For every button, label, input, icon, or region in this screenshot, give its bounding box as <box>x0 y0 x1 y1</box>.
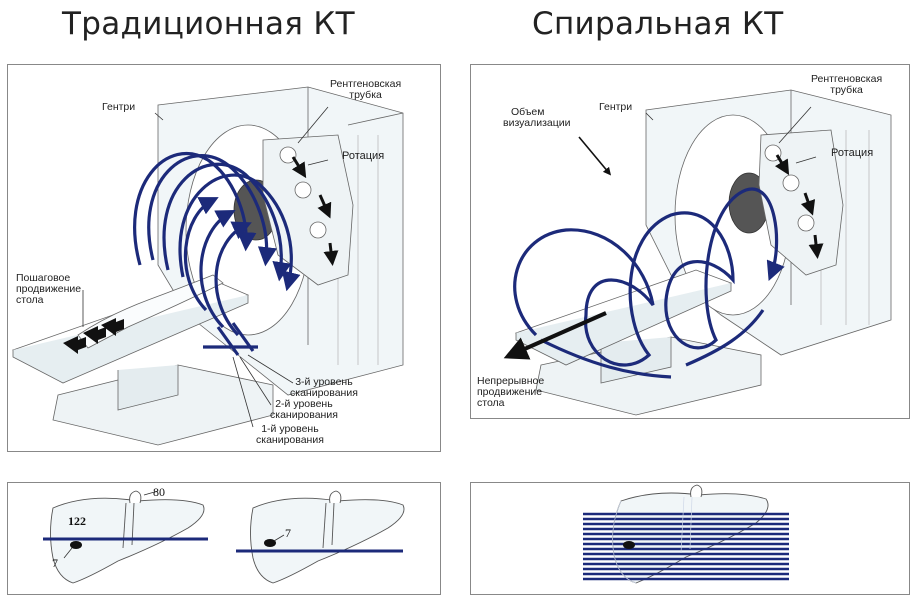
panel-spiral-liver-volume <box>470 482 910 595</box>
label-volume-line1: Объем <box>511 106 545 118</box>
number-7-right: 7 <box>285 526 291 540</box>
label-level2-line1: 2-й уровень <box>275 398 333 410</box>
label-continuous-table: Непрерывное продвижение стола <box>477 376 544 409</box>
label-spiral-rotation: Ротация <box>831 147 874 159</box>
label-level3-line1: 3-й уровень <box>295 376 353 388</box>
label-spiral-xray-tube-line1: Рентгеновская <box>811 73 883 85</box>
label-xray-tube-line1: Рентгеновская <box>330 78 402 90</box>
scan-rings-discrete <box>133 152 301 337</box>
panel-traditional-ct-scanner: Гентри Рентгеновская трубка Ротация Поша… <box>7 64 441 452</box>
liver-shape-1 <box>50 497 205 584</box>
panel-traditional-liver-slices: 80 122 7 7 <box>7 482 441 595</box>
label-table-line1: Пошаговое <box>16 272 71 284</box>
label-level3-line2: сканирования <box>290 387 358 399</box>
label-continuous-line1: Непрерывное <box>477 375 545 387</box>
label-xray-tube: Рентгеновская трубка <box>330 79 401 101</box>
liver-continuous-volume <box>583 484 789 584</box>
label-spiral-xray-tube: Рентгеновская трубка <box>811 74 882 96</box>
liver-discrete-slices <box>43 490 405 584</box>
continuous-slice-stack <box>583 512 789 581</box>
title-spiral-ct: Спиральная КТ <box>532 6 784 42</box>
label-xray-tube-line2: трубка <box>349 89 382 101</box>
spiral-scanner-illustration <box>503 89 892 416</box>
label-scan-level-1: 1-й уровень сканирования <box>256 424 324 446</box>
label-stepwise-table: Пошаговое продвижение стола <box>16 273 81 306</box>
title-traditional-ct: Традиционная КТ <box>62 6 355 42</box>
label-scan-level-3: 3-й уровень сканирования <box>290 377 358 399</box>
label-table-line2: продвижение <box>16 283 82 295</box>
number-122: 122 <box>68 514 86 528</box>
label-level1-line2: сканирования <box>256 434 324 446</box>
label-scan-level-2: 2-й уровень сканирования <box>270 399 338 421</box>
traditional-scanner-illustration <box>11 86 404 446</box>
label-table-line3: стола <box>16 294 44 306</box>
label-gantry: Гентри <box>102 101 136 113</box>
panel-spiral-ct-scanner: Объем визуализации Гентри Рентгеновская … <box>470 64 910 419</box>
label-volume-line2: визуализации <box>503 117 571 129</box>
label-level2-line2: сканирования <box>270 409 338 421</box>
number-80: 80 <box>153 485 165 499</box>
number-7-left: 7 <box>52 556 58 570</box>
scan-helix-continuous <box>513 187 785 379</box>
label-rotation: Ротация <box>342 150 385 162</box>
label-continuous-line2: продвижение <box>477 386 543 398</box>
label-level1-line1: 1-й уровень <box>261 423 319 435</box>
label-spiral-gantry: Гентри <box>599 101 633 113</box>
label-imaging-volume: Объем визуализации <box>503 107 571 129</box>
label-spiral-xray-tube-line2: трубка <box>830 84 863 96</box>
label-continuous-line3: стола <box>477 397 505 409</box>
